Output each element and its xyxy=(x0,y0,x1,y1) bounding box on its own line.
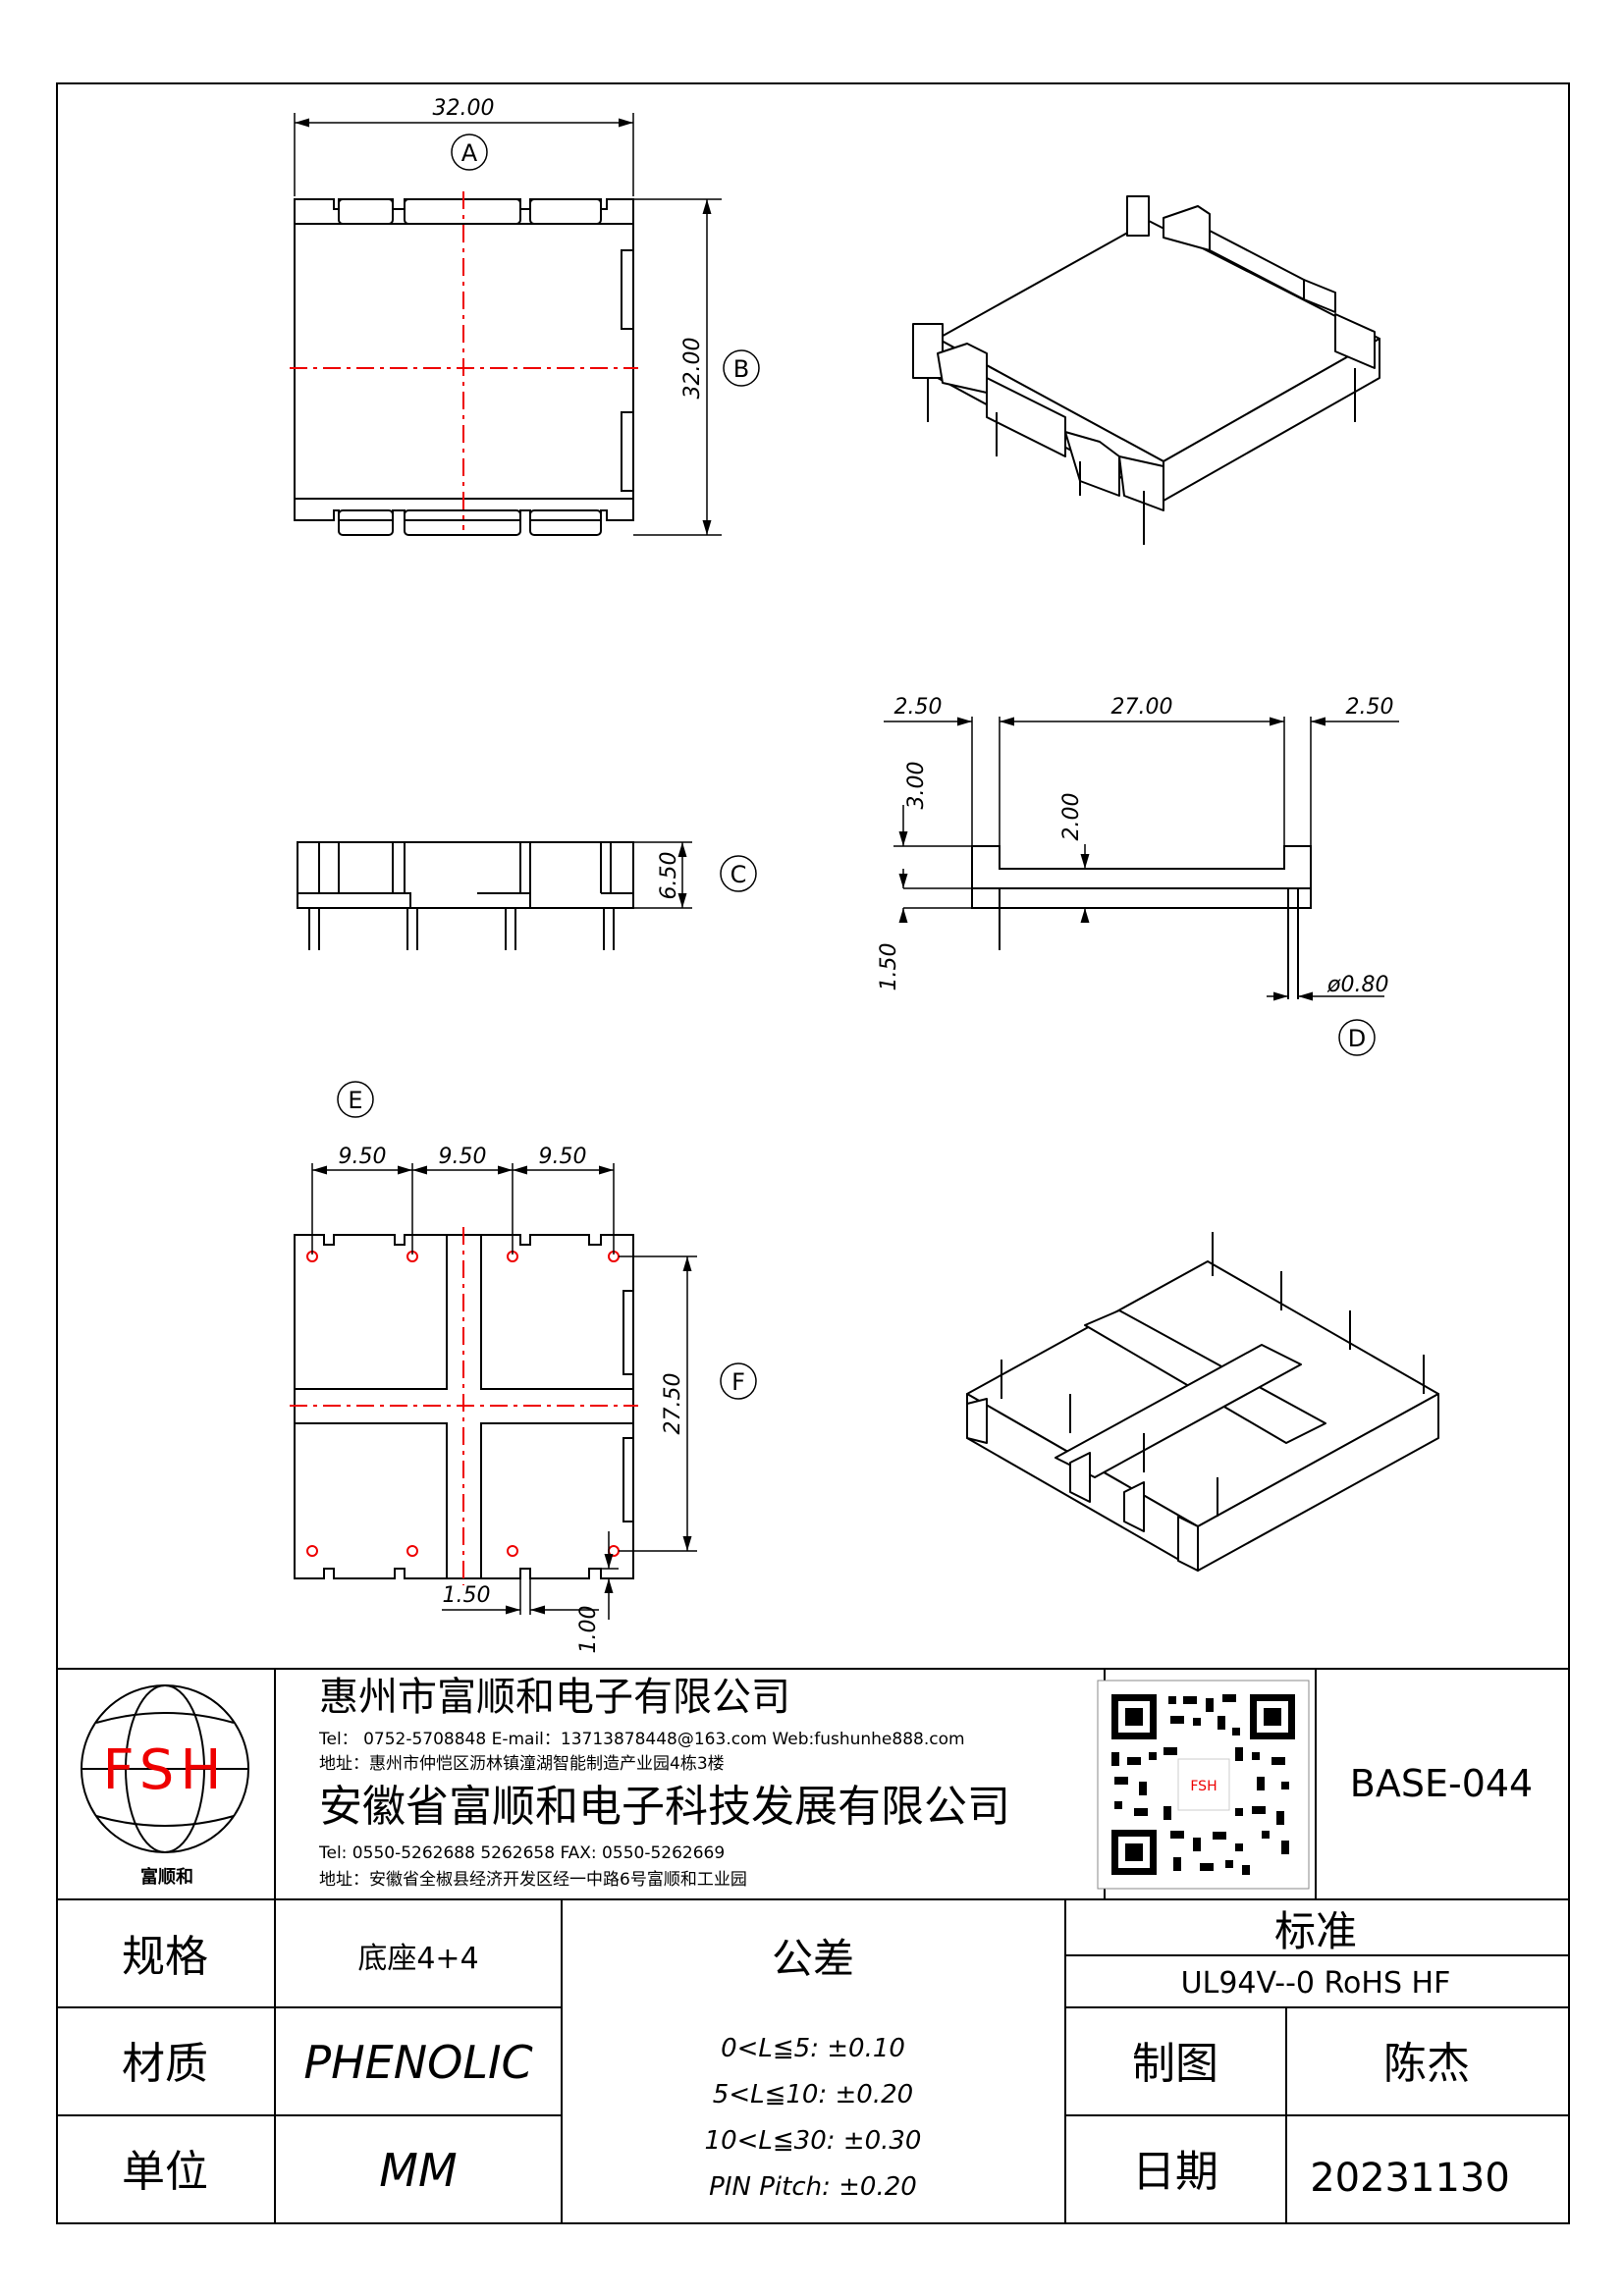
fsh-globe-logo xyxy=(81,1684,249,1853)
dim-c xyxy=(633,841,692,909)
dim-d-span: 27.00 xyxy=(1111,695,1173,720)
company-1-contact: Tel： 0752-5708848 E-mail：13713878448@163… xyxy=(318,1730,965,1749)
view-e-marker xyxy=(337,1081,374,1118)
spec-label: 规格 xyxy=(122,1932,208,1982)
dim-d-wall: 3.00 xyxy=(904,762,929,810)
tolerance-label: 公差 xyxy=(772,1935,854,1983)
dim-e-pitch-3: 9.50 xyxy=(539,1145,587,1169)
view-f-marker xyxy=(720,1362,757,1400)
company-2-address: 地址：安徽省全椒县经济开发区经一中路6号富顺和工业园 xyxy=(319,1870,747,1890)
view-c-label: C xyxy=(730,861,747,888)
dim-b-value: 32.00 xyxy=(680,338,705,400)
dim-d-left: 2.50 xyxy=(894,695,943,720)
dim-f-height: 27.50 xyxy=(661,1373,685,1435)
dim-e xyxy=(311,1163,697,1620)
dim-f-slot-width: 1.50 xyxy=(443,1583,491,1608)
tolerance-line-1: 0<L≦5: ±0.10 xyxy=(721,2034,905,2063)
view-b-label: B xyxy=(733,355,749,383)
part-number: BASE-044 xyxy=(1350,1762,1533,1805)
iso-view-top xyxy=(912,195,1380,545)
date-value: 20231130 xyxy=(1310,2156,1510,2201)
qr-code xyxy=(1097,1680,1310,1890)
logo-letters: FSH xyxy=(103,1738,228,1802)
unit-value: MM xyxy=(379,2144,457,2197)
dim-d xyxy=(884,717,1399,1001)
dim-d-floor: 2.00 xyxy=(1059,793,1084,841)
top-view-centerlines xyxy=(290,191,638,530)
tolerance-line-3: 10<L≦30: ±0.30 xyxy=(705,2126,922,2156)
section-view xyxy=(971,845,1312,999)
company-2-name: 安徽省富顺和电子科技发展有限公司 xyxy=(319,1782,1010,1832)
view-b-marker xyxy=(723,349,760,387)
view-d-label: D xyxy=(1348,1025,1366,1052)
company-2-contact: Tel: 0550-5262688 5262658 FAX: 0550-5262… xyxy=(318,1843,725,1863)
dim-a xyxy=(294,113,634,196)
side-view xyxy=(297,841,634,950)
bottom-view-centerlines xyxy=(290,1227,638,1585)
spec-value: 底座4+4 xyxy=(357,1942,478,1976)
logo-caption: 富顺和 xyxy=(140,1866,193,1888)
standard-label: 标准 xyxy=(1274,1907,1357,1955)
dim-e-pitch-1: 9.50 xyxy=(339,1145,387,1169)
standard-value: UL94V--0 RoHS HF xyxy=(1181,1966,1451,2001)
drawn-by-value: 陈杰 xyxy=(1383,2039,1470,2089)
dim-f-slot-depth: 1.00 xyxy=(576,1606,601,1654)
dim-a-value: 32.00 xyxy=(433,96,495,121)
dim-d-right: 2.50 xyxy=(1346,695,1394,720)
tolerance-line-4: PIN Pitch: ±0.20 xyxy=(709,2172,917,2202)
date-label: 日期 xyxy=(1132,2147,1218,2197)
unit-label: 单位 xyxy=(122,2147,208,2197)
dim-b xyxy=(633,198,722,536)
qr-badge: FSH xyxy=(1190,1779,1217,1794)
view-d-marker xyxy=(1338,1019,1376,1056)
iso-view-bottom xyxy=(966,1232,1439,1572)
dim-d-pin-length: 1.50 xyxy=(877,943,901,991)
bottom-view xyxy=(294,1234,634,1579)
dim-c-value: 6.50 xyxy=(657,852,681,900)
company-1-address: 地址：惠州市仲恺区沥林镇潼湖智能制造产业园4栋3楼 xyxy=(319,1754,725,1774)
view-a-marker xyxy=(451,133,488,171)
drawn-by-label: 制图 xyxy=(1132,2039,1218,2089)
view-c-marker xyxy=(720,855,757,892)
view-f-label: F xyxy=(731,1368,745,1396)
view-a-label: A xyxy=(461,139,478,167)
material-value: PHENOLIC xyxy=(303,2036,532,2089)
tolerance-line-2: 5<L≦10: ±0.20 xyxy=(713,2080,913,2109)
dim-d-pin-diameter: ø0.80 xyxy=(1326,973,1388,997)
company-1-name: 惠州市富顺和电子有限公司 xyxy=(319,1675,790,1720)
dim-e-pitch-2: 9.50 xyxy=(439,1145,487,1169)
drawing-border xyxy=(56,82,1570,2224)
view-e-label: E xyxy=(348,1087,362,1114)
material-label: 材质 xyxy=(122,2039,208,2089)
